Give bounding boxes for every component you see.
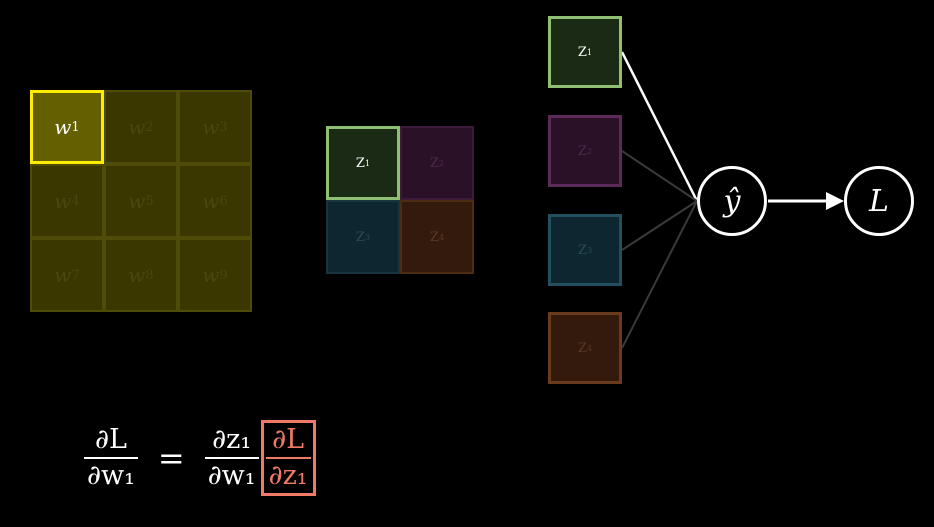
feature-symbol: Z: [355, 229, 365, 245]
weight-symbol: w: [54, 263, 72, 287]
link-z4-yhat: [621, 200, 698, 349]
node-subscript: 2: [586, 146, 593, 156]
node-subscript: 4: [586, 343, 593, 353]
fraction-bar: [84, 457, 138, 459]
feature-subscript: 4: [438, 232, 445, 242]
feature-subscript: 1: [364, 158, 371, 168]
lhs-denominator: ∂w₁: [87, 460, 135, 491]
feature-subscript: 2: [438, 158, 445, 168]
arrow-head-icon: [826, 192, 844, 210]
loss-label: L: [869, 183, 889, 219]
fraction-bar: [204, 457, 259, 459]
weight-subscript: 4: [71, 193, 80, 209]
feature-symbol: Z: [429, 155, 439, 171]
prediction-label: ŷ: [723, 183, 741, 219]
weight-subscript: 1: [71, 119, 80, 135]
weight-subscript: 5: [145, 193, 154, 209]
weight-symbol: w: [202, 263, 220, 287]
weight-symbol: w: [128, 263, 146, 287]
link-z1-yhat: [620, 51, 699, 202]
weight-subscript: 8: [145, 267, 154, 283]
feature-symbol: Z: [429, 229, 439, 245]
rhs2-numerator: ∂L: [272, 424, 305, 455]
weight-subscript: 3: [219, 119, 228, 135]
weight-symbol: w: [128, 189, 146, 213]
rhs-fraction-dz-dw: ∂z₁ ∂w₁: [204, 423, 259, 493]
node-symbol: Z: [577, 242, 587, 258]
rhs1-denominator: ∂w₁: [207, 460, 256, 491]
node-subscript: 3: [586, 245, 593, 255]
fraction-bar: [265, 457, 311, 459]
node-symbol: Z: [577, 340, 587, 356]
link-z3-yhat: [621, 200, 698, 251]
weight-subscript: 9: [219, 267, 228, 283]
weight-subscript: 2: [145, 119, 154, 135]
node-symbol: Z: [577, 143, 587, 159]
weight-symbol: w: [202, 115, 220, 139]
lhs-numerator: ∂L: [95, 424, 127, 455]
weight-symbol: w: [54, 115, 72, 139]
rhs2-denominator: ∂z₁: [268, 460, 308, 491]
weight-subscript: 6: [219, 193, 228, 209]
weight-symbol: w: [128, 115, 146, 139]
lhs-fraction: ∂L ∂w₁: [84, 423, 138, 493]
node-subscript: 1: [586, 47, 593, 57]
link-z2-yhat: [621, 150, 698, 202]
rhs1-numerator: ∂z₁: [212, 424, 252, 455]
feature-symbol: Z: [355, 155, 365, 171]
weight-symbol: w: [202, 189, 220, 213]
rhs-fraction-dl-dz-highlighted: ∂L ∂z₁: [260, 420, 316, 496]
feature-subscript: 3: [364, 232, 371, 242]
prediction-node: ŷ: [697, 166, 767, 236]
weight-subscript: 7: [71, 267, 80, 283]
weight-symbol: w: [54, 189, 72, 213]
chain-rule-equation: ∂L ∂w₁ = ∂z₁ ∂w₁ ∂L ∂z₁: [84, 420, 316, 496]
equals-sign: =: [157, 439, 185, 477]
node-symbol: Z: [577, 44, 587, 60]
loss-node: L: [844, 166, 914, 236]
